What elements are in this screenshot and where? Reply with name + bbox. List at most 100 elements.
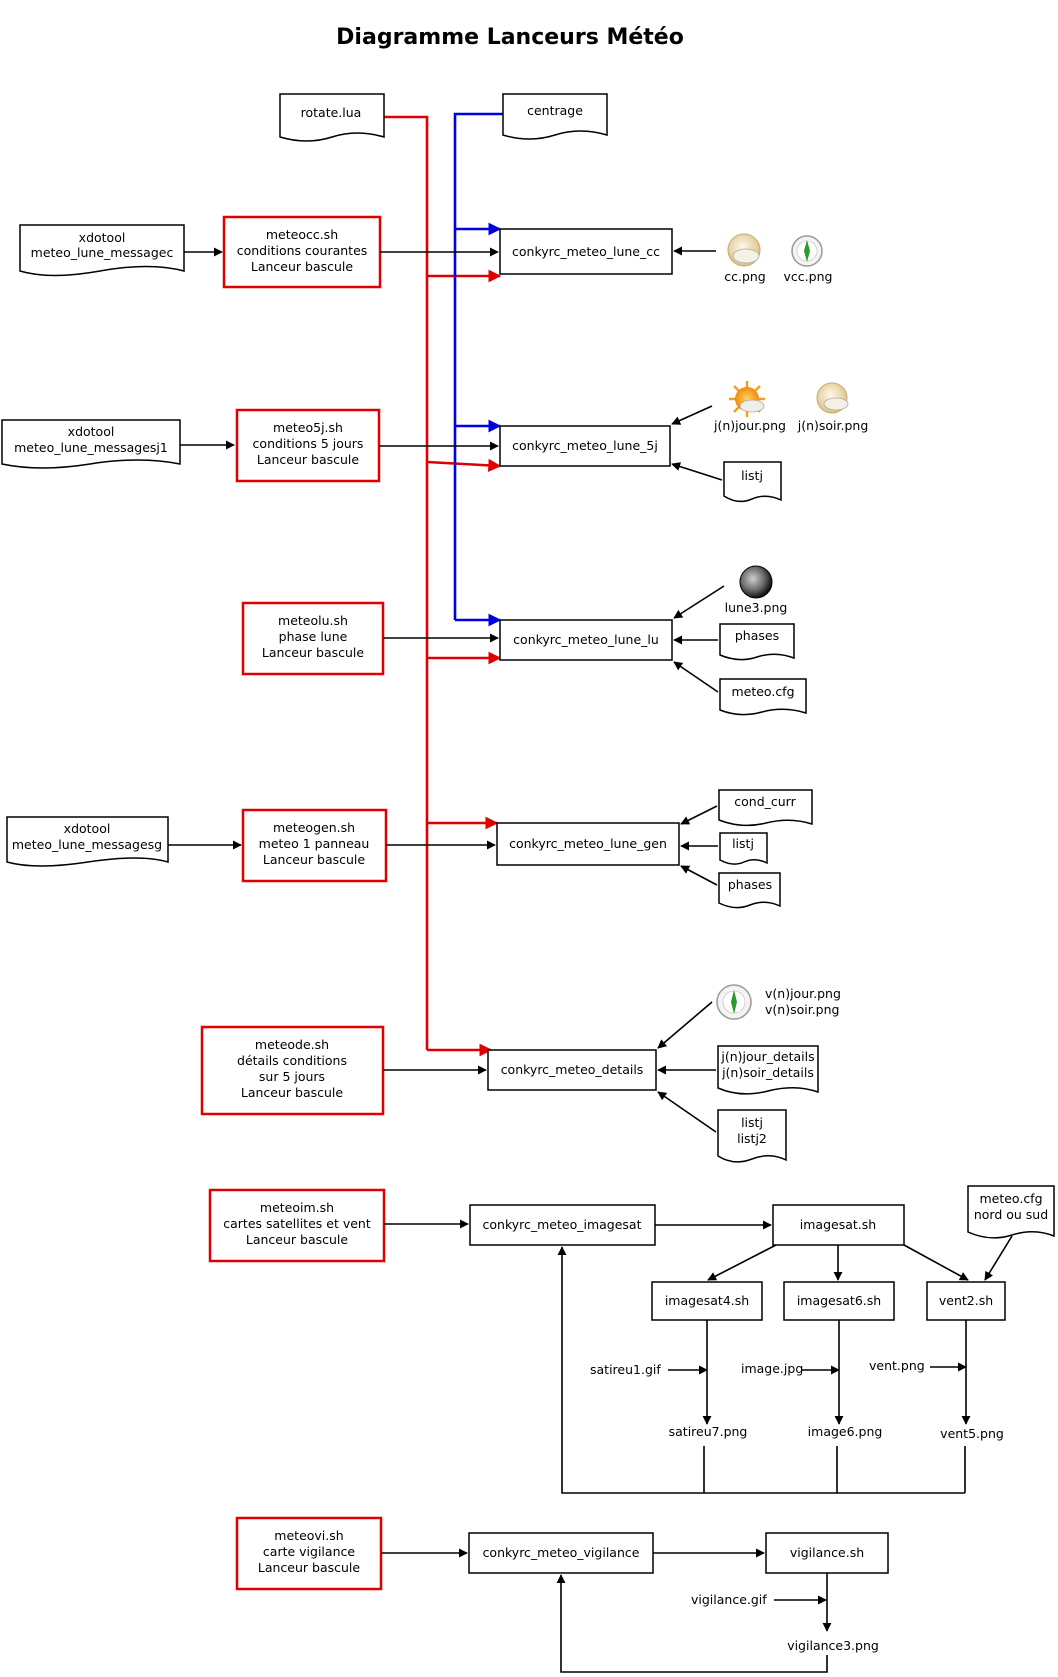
launcher-meteogen-line2: meteo 1 panneau <box>259 836 370 851</box>
listj-doc-5j: listj <box>723 461 782 503</box>
launcher-meteode-line4: Lanceur bascule <box>241 1085 344 1100</box>
xdotool-5j-line1: xdotool <box>68 424 115 439</box>
listj-gen-label: listj <box>732 836 754 851</box>
phases-gen-label: phases <box>728 877 772 892</box>
launcher-meteocc-line1: meteocc.sh <box>266 227 338 242</box>
satireu1-label: satireu1.gif <box>590 1362 661 1377</box>
cloud-icon <box>727 233 761 267</box>
xdotool-5j-doc: xdotool meteo_lune_messagesj1 <box>1 419 181 469</box>
centrage-doc: centrage <box>502 93 608 140</box>
page-title: Diagramme Lanceurs Météo <box>336 25 684 50</box>
launcher-meteovi: meteovi.sh carte vigilance Lanceur bascu… <box>235 1516 383 1591</box>
image-vjour-label: v(n)jour.png <box>765 986 841 1001</box>
vigilance-sh-label: vigilance.sh <box>790 1545 864 1560</box>
listj-5j-label: listj <box>741 468 763 483</box>
conky-cc-label: conkyrc_meteo_lune_cc <box>512 244 660 259</box>
sun-cloud-icon <box>729 381 765 417</box>
vent5-label: vent5.png <box>940 1426 1004 1441</box>
launcher-meteogen: meteogen.sh meteo 1 panneau Lanceur basc… <box>241 808 388 883</box>
launcher-meteocc-line3: Lanceur bascule <box>251 259 354 274</box>
cloud-night-icon <box>816 382 849 414</box>
details-line1: j(n)jour_details <box>720 1049 814 1064</box>
vent-png-label: vent.png <box>869 1358 925 1373</box>
conky-vigilance-label: conkyrc_meteo_vigilance <box>483 1545 640 1560</box>
launcher-meteolu-line1: meteolu.sh <box>278 613 348 628</box>
launcher-meteolu: meteolu.sh phase lune Lanceur bascule <box>241 601 385 676</box>
vigilance3-label: vigilance3.png <box>787 1638 879 1653</box>
launcher-meteogen-line1: meteogen.sh <box>273 820 355 835</box>
centrage-lines <box>453 112 503 627</box>
rotate-lua-label: rotate.lua <box>301 105 362 120</box>
vent2-box: vent2.sh <box>926 1281 1006 1321</box>
phases-lu-label: phases <box>735 628 779 643</box>
conky-details-box: conkyrc_meteo_details <box>487 1049 657 1091</box>
image-cc-label: cc.png <box>724 269 766 284</box>
meteo-cfg-ns-line1: meteo.cfg <box>979 1191 1042 1206</box>
phases-doc-lu: phases <box>719 623 795 661</box>
meteo-cfg-label: meteo.cfg <box>731 684 794 699</box>
launcher-meteo5j-line2: conditions 5 jours <box>253 436 364 451</box>
details-doc: j(n)jour_details j(n)soir_details <box>717 1045 819 1095</box>
conky-5j-label: conkyrc_meteo_lune_5j <box>512 438 658 453</box>
imagesat6-label: imagesat6.sh <box>797 1293 881 1308</box>
listj-doc-gen: listj <box>719 832 768 865</box>
image-lune-label: lune3.png <box>725 600 788 615</box>
launcher-meteode-line3: sur 5 jours <box>259 1069 325 1084</box>
conky-gen-label: conkyrc_meteo_lune_gen <box>509 836 667 851</box>
conky-gen-box: conkyrc_meteo_lune_gen <box>496 822 680 866</box>
moon-icon <box>739 565 773 599</box>
meteo-cfg-ns-line2: nord ou sud <box>974 1207 1048 1222</box>
launcher-meteolu-line3: Lanceur bascule <box>262 645 365 660</box>
conky-5j-box: conkyrc_meteo_lune_5j <box>499 425 671 467</box>
image-soir-label: j(n)soir.png <box>797 418 869 433</box>
launcher-meteovi-line3: Lanceur bascule <box>258 1560 361 1575</box>
listj-listj2-line1: listj <box>741 1115 763 1130</box>
image-vcc-label: vcc.png <box>784 269 833 284</box>
rotate-lines <box>384 115 502 1057</box>
conky-vigilance-box: conkyrc_meteo_vigilance <box>468 1532 654 1574</box>
listj-listj2-line2: listj2 <box>737 1131 767 1146</box>
compass-details-icon <box>716 984 752 1020</box>
meteo-cfg-doc: meteo.cfg <box>719 678 807 716</box>
xdotool-gen-line2: meteo_lune_messagesg <box>12 837 162 852</box>
xdotool-cc-doc: xdotool meteo_lune_messagec <box>19 224 185 277</box>
launcher-meteoim-line2: cartes satellites et vent <box>223 1216 371 1231</box>
imagesat6-box: imagesat6.sh <box>783 1281 895 1321</box>
centrage-label: centrage <box>527 103 583 118</box>
launcher-meteode-line2: détails conditions <box>237 1053 347 1068</box>
launcher-meteo5j-line1: meteo5j.sh <box>273 420 343 435</box>
vent2-label: vent2.sh <box>939 1293 993 1308</box>
phases-doc-gen: phases <box>718 872 781 909</box>
launcher-meteovi-line1: meteovi.sh <box>274 1528 343 1543</box>
conky-lu-box: conkyrc_meteo_lune_lu <box>499 619 673 661</box>
launcher-meteolu-line2: phase lune <box>279 629 348 644</box>
xdotool-gen-line1: xdotool <box>64 821 111 836</box>
imagesat-sh-box: imagesat.sh <box>772 1204 905 1246</box>
image6-label: image6.png <box>808 1424 883 1439</box>
launcher-meteogen-line3: Lanceur bascule <box>263 852 366 867</box>
xdotool-5j-line2: meteo_lune_messagesj1 <box>14 440 168 455</box>
launcher-meteoim: meteoim.sh cartes satellites et vent Lan… <box>208 1188 386 1263</box>
launcher-meteoim-line3: Lanceur bascule <box>246 1232 349 1247</box>
xdotool-cc-line2: meteo_lune_messagec <box>31 245 174 260</box>
cond-curr-label: cond_curr <box>734 794 796 809</box>
compass-icon <box>791 235 823 267</box>
xdotool-cc-line1: xdotool <box>79 230 126 245</box>
image-jour-label: j(n)jour.png <box>713 418 786 433</box>
conky-imagesat-box: conkyrc_meteo_imagesat <box>469 1204 656 1246</box>
conky-lu-label: conkyrc_meteo_lune_lu <box>513 632 659 647</box>
conky-details-label: conkyrc_meteo_details <box>501 1062 644 1077</box>
imagesat-sh-label: imagesat.sh <box>800 1217 876 1232</box>
launcher-meteocc: meteocc.sh conditions courantes Lanceur … <box>222 215 382 289</box>
xdotool-gen-doc: xdotool meteo_lune_messagesg <box>6 816 169 867</box>
meteo-cfg-ns-doc: meteo.cfg nord ou sud <box>967 1185 1055 1239</box>
image-jpg-label: image.jpg <box>741 1361 803 1376</box>
imagesat4-label: imagesat4.sh <box>665 1293 749 1308</box>
launcher-meteode-line1: meteode.sh <box>255 1037 329 1052</box>
conky-imagesat-label: conkyrc_meteo_imagesat <box>483 1217 642 1232</box>
satireu7-label: satireu7.png <box>669 1424 748 1439</box>
listj-listj2-doc: listj listj2 <box>717 1109 787 1163</box>
image-vsoir-label: v(n)soir.png <box>765 1002 839 1017</box>
launcher-meteovi-line2: carte vigilance <box>263 1544 355 1559</box>
